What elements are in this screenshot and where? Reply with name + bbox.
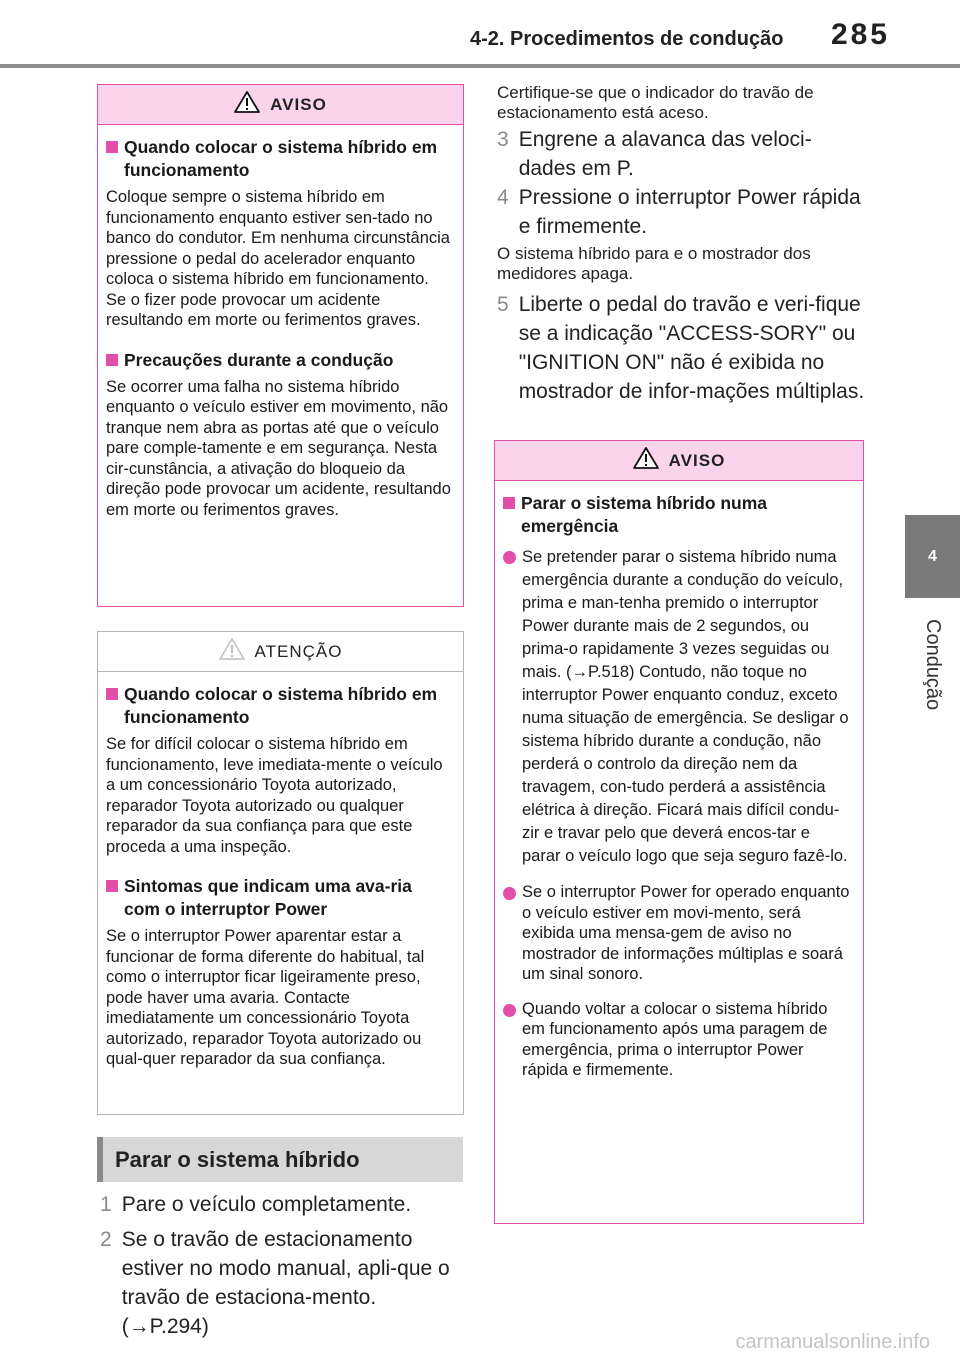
section-text: Se ocorrer uma falha no sistema híbrido …	[106, 377, 451, 519]
section-text: Se for difícil colocar o sistema híbrido…	[106, 735, 443, 856]
footer-watermark: carmanualsonline.info	[735, 1331, 930, 1353]
list-item: Quando voltar a colocar o sistema híbrid…	[503, 999, 851, 1081]
list-item: Se pretender parar o sistema híbrido num…	[503, 546, 851, 868]
section-text: Coloque sempre o sistema híbrido em func…	[106, 188, 450, 329]
chapter-label: Condução	[922, 619, 944, 711]
square-bullet-icon	[106, 880, 118, 892]
section-heading: Sintomas que indicam uma ava-ria com o i…	[106, 875, 451, 921]
warning-box-2: AVISO Parar o sistema híbrido numa emerg…	[494, 440, 864, 1224]
square-bullet-icon	[106, 688, 118, 700]
list-item: Se o interruptor Power for operado enqua…	[503, 882, 851, 985]
section-text: Se o interruptor Power aparentar estar a…	[106, 927, 425, 1068]
running-header: 4-2. Procedimentos de condução	[470, 28, 784, 50]
warning-box-1: AVISO Quando colocar o sistema híbrido e…	[97, 84, 464, 607]
square-bullet-icon	[503, 497, 515, 509]
section-heading: Precauções durante a condução	[106, 349, 451, 372]
round-bullet-icon	[503, 551, 516, 564]
chapter-tab[interactable]: 4	[905, 515, 960, 598]
caution-triangle-icon	[218, 638, 245, 665]
section-heading: Quando colocar o sistema híbrido em func…	[106, 683, 451, 729]
square-bullet-icon	[106, 353, 118, 366]
round-bullet-icon	[503, 887, 516, 900]
note-parking-brake: Certifique-se que o indicador do travão …	[497, 83, 814, 122]
warning-box-header: AVISO	[98, 85, 463, 125]
caution-box-title: ATENÇÃO	[254, 641, 343, 661]
warning-box-header: AVISO	[495, 441, 863, 481]
header-rule	[0, 64, 960, 68]
section-title: Parar o sistema híbrido	[97, 1137, 463, 1182]
caution-box: ATENÇÃO Quando colocar o sistema híbrido…	[97, 631, 464, 1115]
section-heading: Parar o sistema híbrido numa emergência	[503, 492, 851, 538]
page-number: 285	[830, 18, 890, 51]
note-system-stops: O sistema híbrido para e o mostrador dos…	[497, 244, 811, 283]
caution-box-header: ATENÇÃO	[98, 632, 463, 672]
warning-box-title: AVISO	[270, 94, 327, 114]
warning-triangle-icon	[234, 91, 261, 118]
square-bullet-icon	[106, 141, 118, 153]
round-bullet-icon	[503, 1003, 516, 1017]
section-heading: Quando colocar o sistema híbrido em func…	[106, 136, 451, 182]
warning-box-title: AVISO	[668, 450, 726, 470]
warning-triangle-icon	[632, 447, 659, 474]
